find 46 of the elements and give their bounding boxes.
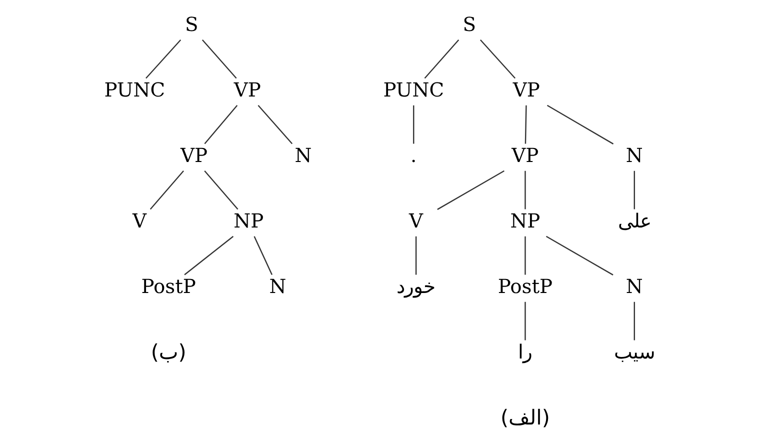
node-text: VP xyxy=(512,144,539,168)
node-text: VP xyxy=(512,78,540,102)
node-text: PostP xyxy=(141,275,196,298)
label: (الف) xyxy=(500,405,550,430)
connector xyxy=(413,105,414,144)
connector xyxy=(202,39,237,79)
connector xyxy=(546,236,614,276)
node-text: PostP xyxy=(498,275,553,298)
node-text: S xyxy=(462,13,476,36)
connector xyxy=(524,236,526,275)
connector xyxy=(254,236,273,275)
node-text: VP xyxy=(180,144,208,168)
node-text: V xyxy=(409,210,424,233)
connector xyxy=(204,170,238,210)
node-text: علی xyxy=(618,210,651,233)
connector xyxy=(424,39,460,79)
connector xyxy=(146,39,182,79)
connector xyxy=(415,236,417,275)
node-text: N xyxy=(626,275,643,298)
node-text: N xyxy=(626,144,643,168)
node-text: را xyxy=(518,340,532,364)
node-text: خورد xyxy=(396,275,436,298)
connector xyxy=(524,170,526,210)
connector xyxy=(634,170,635,210)
node-text: S xyxy=(185,13,198,36)
connector xyxy=(184,236,234,276)
node-text: PUNC xyxy=(383,78,444,102)
node-text: N xyxy=(269,275,286,298)
node-text: VP xyxy=(234,78,261,102)
connector xyxy=(524,302,526,340)
connector xyxy=(480,39,516,79)
connector xyxy=(204,104,238,144)
node-text: N xyxy=(294,144,312,168)
connector xyxy=(524,105,527,144)
connector xyxy=(546,104,614,144)
label: (ب) xyxy=(150,340,186,364)
node-text: . xyxy=(410,144,417,168)
node-text: V xyxy=(132,210,146,233)
node-text: NP xyxy=(234,210,264,233)
connector xyxy=(258,104,293,144)
connector xyxy=(634,302,635,340)
connector xyxy=(150,170,184,210)
connector xyxy=(437,170,504,210)
node-text: PUNC xyxy=(104,78,166,102)
node-text: NP xyxy=(510,210,540,233)
node-text: سیب xyxy=(614,340,655,364)
